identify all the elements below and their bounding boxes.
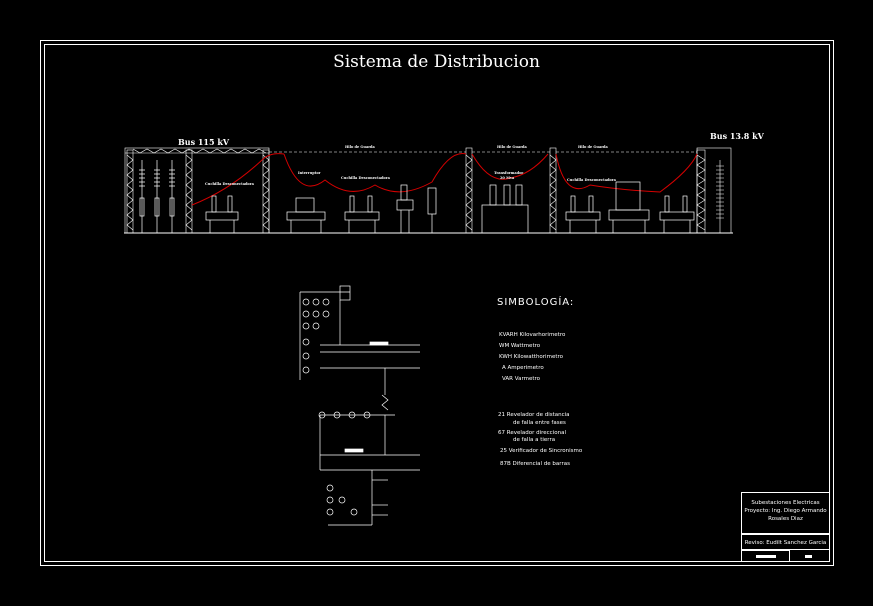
transformer-capacity-label: 20 Mva xyxy=(500,176,515,180)
legend-meter-item: KWH Kilowatthorimetro xyxy=(499,354,563,360)
title-block-line2: Proyecto: Ing. Diego Armando xyxy=(744,508,827,514)
breaker-label: Interruptor xyxy=(298,171,321,175)
title-block-reviewer: Reviso: Eudilt Sanchez Garcia xyxy=(744,540,827,546)
legend-relay-item: de falla a tierra xyxy=(513,437,556,443)
title-block-reviewer-cell xyxy=(741,534,830,550)
middle-structures xyxy=(465,147,557,234)
bus-13.8kv-label: Bus 13.8 kV xyxy=(710,131,764,141)
left-insulators xyxy=(139,160,175,233)
legend-meter-item: VAR Varmetro xyxy=(502,376,541,382)
title-block-line1: Subestaciones Electricas xyxy=(751,500,820,506)
single-line-diagram xyxy=(299,285,420,526)
legend-relay-item: 25 Verificador de Sincronismo xyxy=(500,448,583,454)
legend-relay-item: 67 Revelador direccional xyxy=(498,430,566,436)
right-lattice-structure xyxy=(696,147,732,234)
ground-wire-label-2: Hilo de Guarda xyxy=(497,145,527,149)
drawing-outer-border xyxy=(40,40,834,566)
legend-title: SIMBOLOGÍA: xyxy=(497,297,575,308)
legend-relay-item: 21 Revelador de distancia xyxy=(498,412,570,418)
sheet-number-mark xyxy=(756,555,776,558)
title-block-number-cell xyxy=(741,550,790,562)
disconnect-switch-label-1: Cuchilla Desconectadora xyxy=(205,182,254,186)
legend-meter-item: WM Wattmetro xyxy=(499,343,541,349)
disconnect-switch-label-2: Cuchilla Desconectadora xyxy=(341,176,390,180)
legend-meter-item: KVARH Kilovarhorimetro xyxy=(499,332,566,338)
disconnect-switch-label-3: Cuchilla Desconectadora xyxy=(567,178,616,182)
ground-wire-label-3: Hilo de Guarda xyxy=(578,145,608,149)
sheet-total-mark xyxy=(805,555,812,558)
equipment xyxy=(205,181,695,234)
bus-115kv-label: Bus 115 kV xyxy=(178,137,230,147)
transformer-label: Transformador xyxy=(494,171,524,175)
legend-meter-item: A Amperimetro xyxy=(502,365,544,371)
drawing-inner-border xyxy=(44,44,830,562)
legend-relay-item: 87B Diferencial de barras xyxy=(500,461,570,467)
ground-wire-label-1: Hilo de Guarda xyxy=(345,145,375,149)
title-block-project-cell xyxy=(741,492,830,534)
left-lattice-structure xyxy=(124,147,270,234)
title-block-line3: Rosales Diaz xyxy=(768,516,803,522)
drawing-title: Sistema de Distribucion xyxy=(333,52,540,72)
legend-relay-item: de falla entre fases xyxy=(513,420,566,426)
conductors xyxy=(191,153,698,206)
